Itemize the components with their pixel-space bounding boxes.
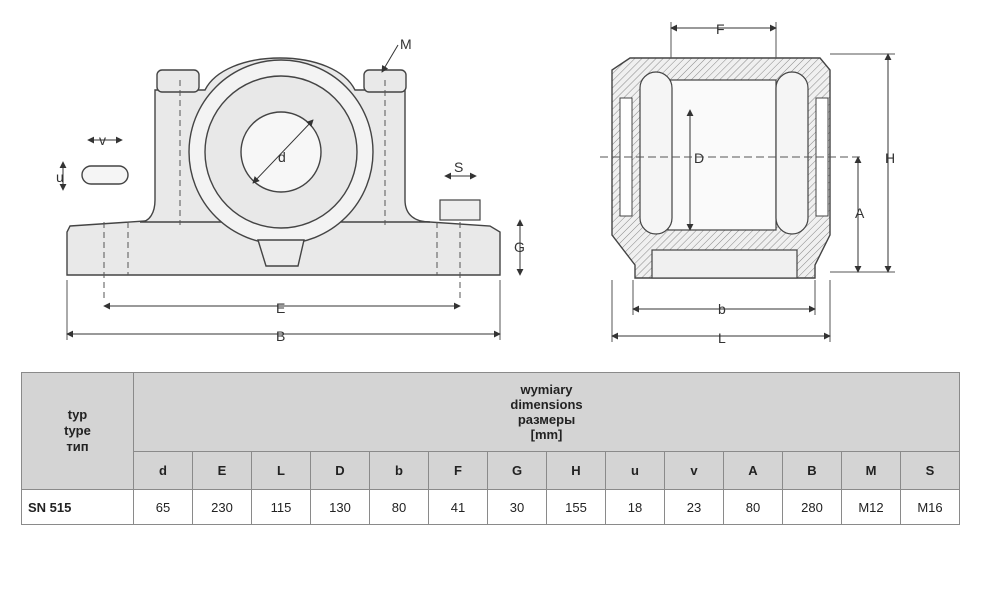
label-b: b <box>718 301 726 317</box>
label-A: A <box>855 205 865 221</box>
col-header: M <box>841 450 901 491</box>
label-D: D <box>694 150 704 166</box>
label-M: M <box>400 36 412 52</box>
label-L: L <box>718 330 726 346</box>
cell: 65 <box>133 489 193 525</box>
col-header: H <box>546 450 606 491</box>
cell: 130 <box>310 489 370 525</box>
cell: 80 <box>723 489 783 525</box>
dimensions-group-header: wymiary dimensions размеры [mm] <box>133 372 960 452</box>
dimensions-table: typ type тип wymiary dimensions размеры … <box>21 372 960 525</box>
label-v: v <box>99 132 106 148</box>
label-u: u <box>56 169 64 185</box>
col-header: D <box>310 450 370 491</box>
label-E: E <box>276 300 285 316</box>
table-row: SN 515 65 230 115 130 80 41 30 155 18 23… <box>21 489 960 525</box>
label-H: H <box>885 150 895 166</box>
label-G: G <box>514 239 525 255</box>
type-header: typ type тип <box>21 372 134 490</box>
cell: 115 <box>251 489 311 525</box>
cell: 23 <box>664 489 724 525</box>
cell: M16 <box>900 489 960 525</box>
cell: 41 <box>428 489 488 525</box>
col-header: u <box>605 450 665 491</box>
cell: 30 <box>487 489 547 525</box>
col-header: E <box>192 450 252 491</box>
label-F: F <box>716 21 725 37</box>
cell: 80 <box>369 489 429 525</box>
section-view <box>611 57 831 279</box>
label-d: d <box>278 149 286 165</box>
cell: M12 <box>841 489 901 525</box>
col-header: L <box>251 450 311 491</box>
technical-drawing: d M v u S G E B F D H <box>56 21 895 346</box>
mounting-slot <box>81 165 129 185</box>
cell: 230 <box>192 489 252 525</box>
column-headers: d E L D b F G H u v A B M S <box>22 450 960 491</box>
bolt-cap-left <box>156 69 200 93</box>
col-header: b <box>369 450 429 491</box>
col-header: B <box>782 450 842 491</box>
front-view <box>66 57 501 276</box>
label-B: B <box>276 328 285 344</box>
col-header: d <box>133 450 193 491</box>
col-header: A <box>723 450 783 491</box>
row-type: SN 515 <box>21 489 134 525</box>
cell: 280 <box>782 489 842 525</box>
cell: 155 <box>546 489 606 525</box>
col-header: v <box>664 450 724 491</box>
grease-lug <box>257 239 305 267</box>
col-header: G <box>487 450 547 491</box>
label-S: S <box>454 159 463 175</box>
col-header: F <box>428 450 488 491</box>
col-header: S <box>900 450 960 491</box>
cell: 18 <box>605 489 665 525</box>
